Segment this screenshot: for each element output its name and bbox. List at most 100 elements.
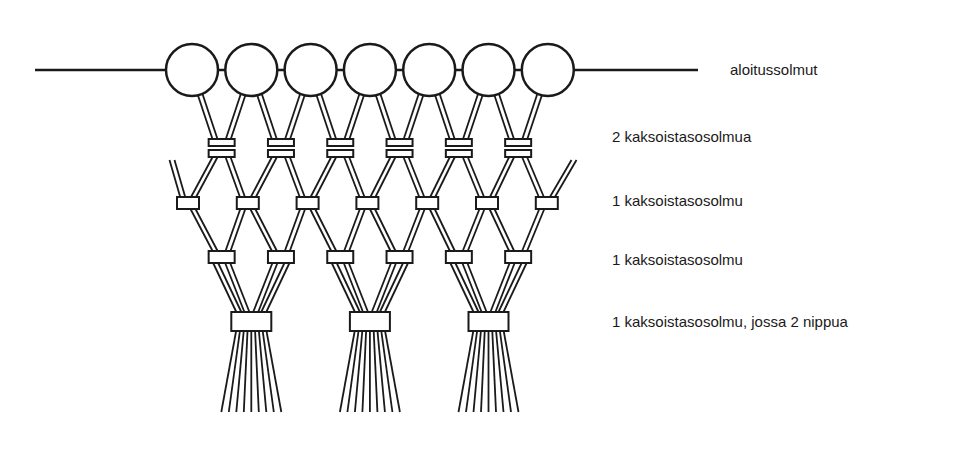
knot — [177, 197, 199, 209]
cord-strand — [455, 263, 479, 313]
cord-strand — [408, 94, 424, 141]
fringe-strand — [236, 330, 244, 412]
cord-strand — [527, 156, 545, 198]
fringe-strand — [355, 330, 363, 412]
cord-strand — [527, 94, 543, 141]
cord-strand — [315, 156, 337, 198]
cord-strand — [230, 209, 245, 252]
cord-strand — [191, 209, 214, 252]
cord-strand — [218, 263, 242, 313]
starting-knot — [344, 44, 396, 96]
fringe-strand — [347, 330, 358, 412]
cord-strand — [344, 263, 364, 313]
starting-knots — [166, 44, 574, 96]
cord-strand — [375, 209, 396, 252]
cord-strand — [262, 94, 278, 141]
cord-strand — [370, 209, 391, 252]
cord-strand — [349, 156, 365, 198]
step-label: aloitussolmut — [730, 61, 818, 79]
cord-strand — [499, 94, 515, 141]
fringe-strand — [255, 330, 259, 412]
knot — [446, 150, 472, 157]
starting-knot — [225, 44, 277, 96]
cord-strand — [170, 160, 181, 198]
fringe-strand — [488, 330, 490, 412]
cord-strand — [310, 209, 332, 252]
cord-strand — [255, 209, 277, 252]
cord-strand — [408, 156, 425, 198]
cord-strand — [380, 94, 396, 141]
fringe-strand — [377, 330, 385, 412]
fringe-strand — [474, 330, 482, 412]
cord-strand — [467, 94, 483, 141]
cord-strand — [440, 94, 456, 141]
knot — [327, 139, 353, 146]
knot — [505, 150, 531, 157]
cord-strand — [310, 156, 332, 198]
fringe-strand — [244, 330, 248, 412]
cord-strand — [554, 160, 576, 198]
cord-strand — [498, 263, 522, 313]
starting-knot — [463, 44, 515, 96]
cord-strand — [315, 209, 337, 252]
knot — [356, 197, 378, 209]
knot — [387, 139, 413, 146]
cord-strand — [522, 156, 540, 198]
knot — [327, 150, 353, 157]
cord-strand — [490, 209, 510, 252]
cord-strand — [321, 94, 337, 141]
cord-strand — [430, 209, 451, 252]
cord-strand — [289, 209, 305, 252]
cord-strand — [430, 156, 451, 198]
step-label: 2 kaksoistasosolmua — [612, 128, 751, 146]
cord-strand — [191, 156, 214, 198]
starting-knot — [522, 44, 574, 96]
knot — [268, 139, 294, 146]
cord-strand — [462, 156, 479, 198]
cord-strand — [527, 209, 545, 252]
knot — [231, 312, 271, 331]
knot — [446, 139, 472, 146]
knot — [387, 251, 413, 263]
cord-strand — [349, 209, 365, 252]
knot — [297, 197, 319, 209]
cord-strand — [495, 156, 515, 198]
cord-strand — [408, 209, 425, 252]
cord-strand — [522, 209, 540, 252]
cord-strands — [170, 94, 577, 412]
fringe-strand — [369, 330, 371, 412]
knots — [177, 139, 558, 331]
knot — [209, 139, 235, 146]
starting-knot — [403, 44, 455, 96]
cord-strand — [289, 94, 305, 141]
cord-strand — [435, 156, 456, 198]
step-label: 1 kaksoistasosolmu — [612, 192, 743, 210]
cord-strand — [203, 94, 219, 141]
knot — [327, 251, 353, 263]
fringe-strand — [466, 330, 477, 412]
cord-strand — [375, 156, 396, 198]
cord-strand — [435, 209, 456, 252]
fringe-strand — [229, 330, 240, 412]
cord-strand — [250, 209, 272, 252]
knot — [505, 139, 531, 146]
cord-strand — [250, 156, 272, 198]
knot — [268, 251, 294, 263]
cord-strand — [462, 263, 482, 313]
cord-strand — [349, 263, 369, 313]
cord-strand — [462, 209, 479, 252]
cord-strand — [467, 209, 484, 252]
cord-strand — [490, 156, 510, 198]
starting-knot — [285, 44, 337, 96]
knot — [209, 251, 235, 263]
cord-strand — [503, 263, 527, 313]
cord-strand — [337, 263, 361, 313]
step-label: 1 kaksoistasosolmu, jossa 2 nippua — [612, 313, 848, 331]
knot — [476, 197, 498, 209]
cord-strand — [225, 263, 245, 313]
starting-knot — [166, 44, 218, 96]
cord-strand — [379, 263, 403, 313]
fringe-strand — [504, 330, 519, 412]
